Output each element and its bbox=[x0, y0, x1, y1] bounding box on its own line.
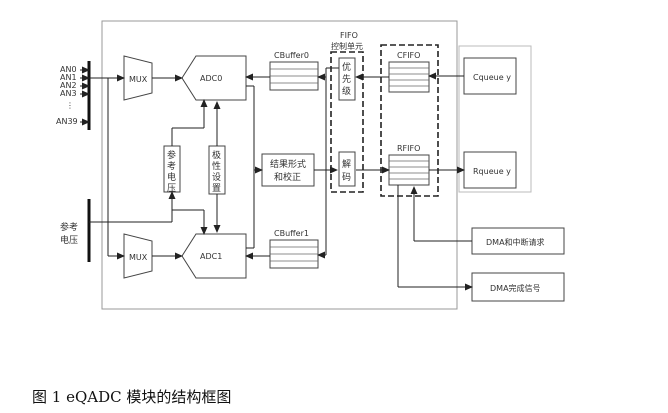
fifo-ctrl-title-1: FIFO bbox=[340, 31, 358, 40]
mux-top bbox=[123, 55, 153, 101]
dma-irq-block bbox=[471, 227, 565, 255]
ref-voltage-char-3: 电 bbox=[167, 171, 176, 183]
adc1-label: ADC1 bbox=[200, 252, 222, 261]
rqueue-label: Rqueue y bbox=[473, 167, 511, 176]
queue-panel-frame bbox=[458, 45, 532, 193]
rfifo-label: RFIFO bbox=[397, 144, 420, 153]
ref-voltage-char-1: 参 bbox=[167, 149, 176, 161]
polarity-char-3: 设 bbox=[212, 172, 221, 183]
polarity-char-2: 性 bbox=[212, 160, 221, 172]
format-calibration-line-2: 和校正 bbox=[274, 171, 301, 183]
dma-done-block bbox=[471, 272, 565, 302]
dma-done-label: DMA完成信号 bbox=[490, 283, 541, 293]
ref-voltage-char-2: 考 bbox=[167, 161, 176, 172]
adc0-label: ADC0 bbox=[200, 74, 222, 83]
rqueue-block bbox=[463, 151, 517, 189]
mux-top-label: MUX bbox=[129, 75, 148, 84]
label-an2: AN2 bbox=[60, 81, 77, 90]
label-ref-voltage-left-1: 参考 bbox=[60, 221, 78, 233]
cfifo bbox=[388, 61, 430, 93]
priority-char-3: 级 bbox=[342, 85, 351, 97]
decode-char-1: 解 bbox=[342, 158, 351, 170]
polarity-char-4: 置 bbox=[212, 183, 221, 194]
rfifo bbox=[388, 154, 430, 186]
fifo-control-unit bbox=[330, 51, 364, 193]
cbuffer0-label: CBuffer0 bbox=[274, 51, 309, 60]
dma-irq-label: DMA和中断请求 bbox=[486, 237, 545, 247]
label-ellipsis: ⋮ bbox=[66, 101, 74, 110]
fifo-ctrl-title-2: 控制单元 bbox=[331, 41, 363, 51]
polarity-char-1: 极 bbox=[212, 149, 221, 161]
priority-char-2: 先 bbox=[342, 73, 351, 85]
label-an1: AN1 bbox=[60, 73, 77, 82]
cfifo-label: CFIFO bbox=[397, 51, 420, 60]
mux-bottom bbox=[123, 233, 153, 279]
cqueue-block bbox=[463, 57, 517, 95]
figure-caption: 图 1 eQADC 模块的结构框图 bbox=[32, 388, 232, 406]
decode-block bbox=[338, 151, 356, 187]
label-an3: AN3 bbox=[60, 89, 77, 98]
mux-bottom-label: MUX bbox=[129, 253, 148, 262]
ref-voltage-char-4: 压 bbox=[167, 183, 176, 194]
label-an0: AN0 bbox=[60, 65, 77, 74]
decode-char-2: 码 bbox=[342, 172, 351, 183]
priority-char-1: 优 bbox=[342, 61, 351, 73]
format-calibration-line-1: 结果形式 bbox=[270, 158, 306, 170]
label-an39: AN39 bbox=[56, 117, 78, 126]
cbuffer1-label: CBuffer1 bbox=[274, 229, 309, 238]
cqueue-label: Cqueue y bbox=[473, 73, 511, 82]
fifo-group bbox=[380, 44, 439, 197]
format-calibration-block bbox=[261, 153, 315, 187]
label-ref-voltage-left-2: 电压 bbox=[60, 234, 78, 246]
